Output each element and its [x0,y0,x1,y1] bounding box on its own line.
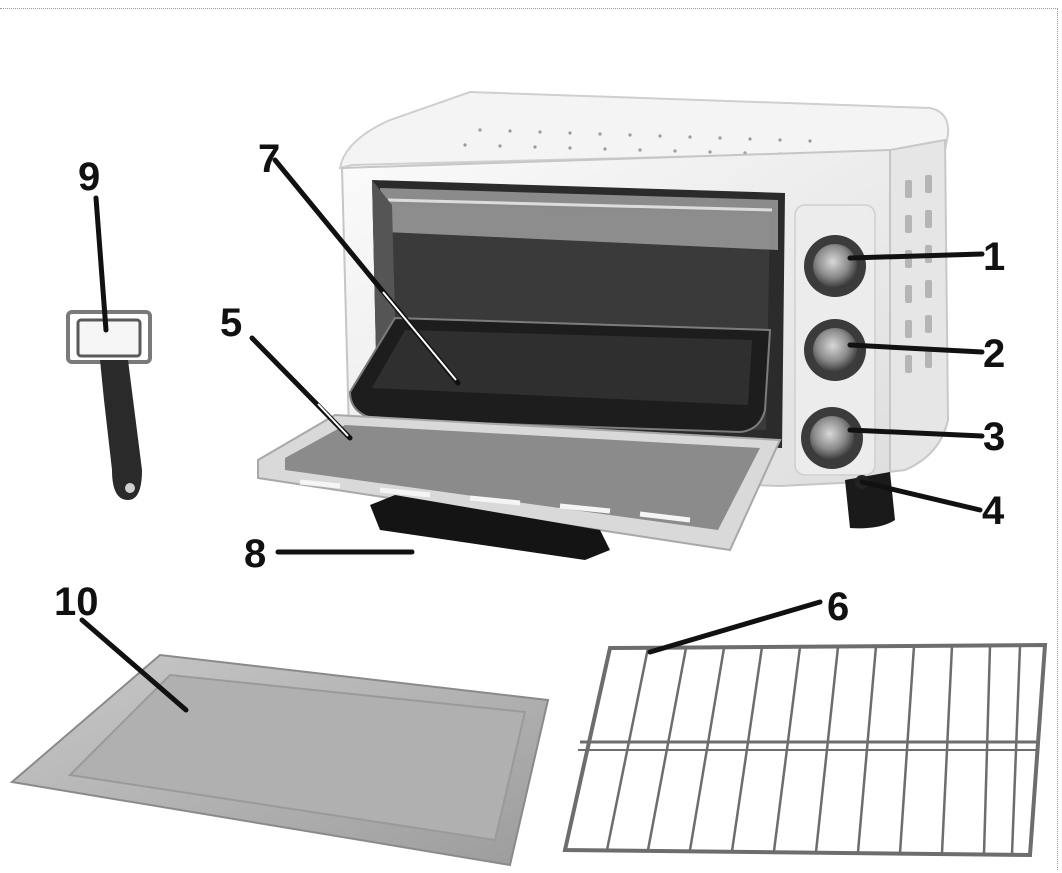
knob-function [804,319,866,381]
side-vent-slots [905,175,932,373]
label-1: 1 [983,235,1005,279]
leader-6 [647,599,823,655]
label-5: 5 [220,301,242,345]
label-3: 3 [983,415,1005,459]
dotted-frame [0,8,1058,870]
label-6: 6 [827,585,849,629]
label-9: 9 [78,155,100,199]
leader-1 [847,251,985,261]
baking-pan-inner [372,330,752,405]
tray-handle-tool [66,310,152,500]
baking-tray [9,653,550,867]
label-8: 8 [244,532,266,576]
leader-2 [847,342,985,355]
door-slots [299,479,691,523]
wire-rack [562,642,1048,858]
leader-4 [859,479,983,513]
oven-side [886,138,950,474]
label-10: 10 [54,580,99,624]
label-2: 2 [983,332,1005,376]
leader-highlights [317,291,457,437]
leader-9 [93,195,109,333]
toaster-oven [257,90,950,560]
leader-3 [847,427,985,439]
oven-foot [845,472,895,529]
knob-temperature [804,235,866,297]
glass-door-pane [285,425,760,530]
label-7: 7 [258,137,280,181]
oven-top [338,90,950,170]
label-4: 4 [982,489,1005,533]
leader-10 [79,617,189,713]
heating-element [387,198,773,212]
door-handle-bracket [370,495,610,560]
knob-timer [801,407,863,469]
